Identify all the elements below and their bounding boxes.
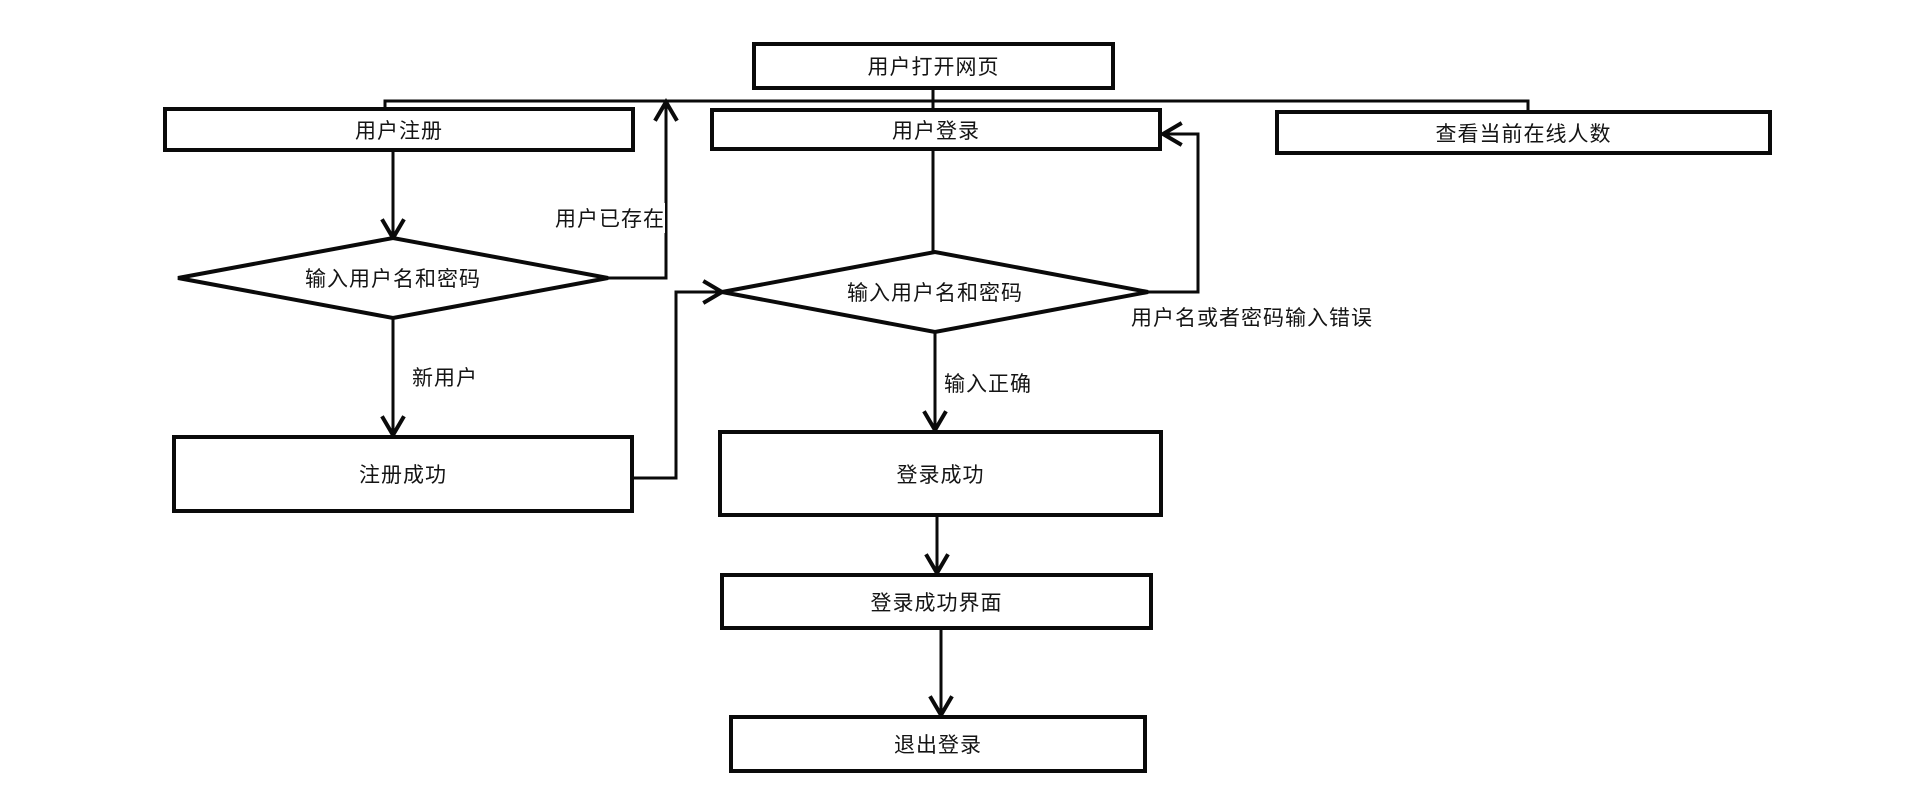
node-login-success: 登录成功 [718,430,1163,517]
node-view-online: 查看当前在线人数 [1275,110,1772,155]
node-logout: 退出登录 [729,715,1147,773]
node-login: 用户登录 [710,108,1162,151]
node-open-page: 用户打开网页 [752,42,1115,90]
edge-label-user-exists: 用户已存在 [555,203,665,233]
diamond-login-input-label: 输入用户名和密码 [847,281,1023,305]
node-login-success-page: 登录成功界面 [720,573,1153,630]
edge-label-input-correct: 输入正确 [944,368,1032,398]
edge-user-exists [608,105,668,280]
edge-regsuccess-to-logininput [634,290,718,480]
diamond-login-input [721,249,1149,335]
arrowhead-up-icon [653,98,679,122]
edge-branch-line [383,99,1530,110]
edge-label-input-wrong: 用户名或者密码输入错误 [1131,302,1373,332]
arrowhead-left-icon [1159,121,1183,147]
edge-input-wrong [1148,132,1200,294]
diamond-register-input-label: 输入用户名和密码 [305,267,481,291]
node-register: 用户注册 [163,107,635,152]
node-register-success: 注册成功 [172,435,634,513]
diamond-register-input [177,235,609,321]
edge-label-new-user: 新用户 [412,362,478,392]
